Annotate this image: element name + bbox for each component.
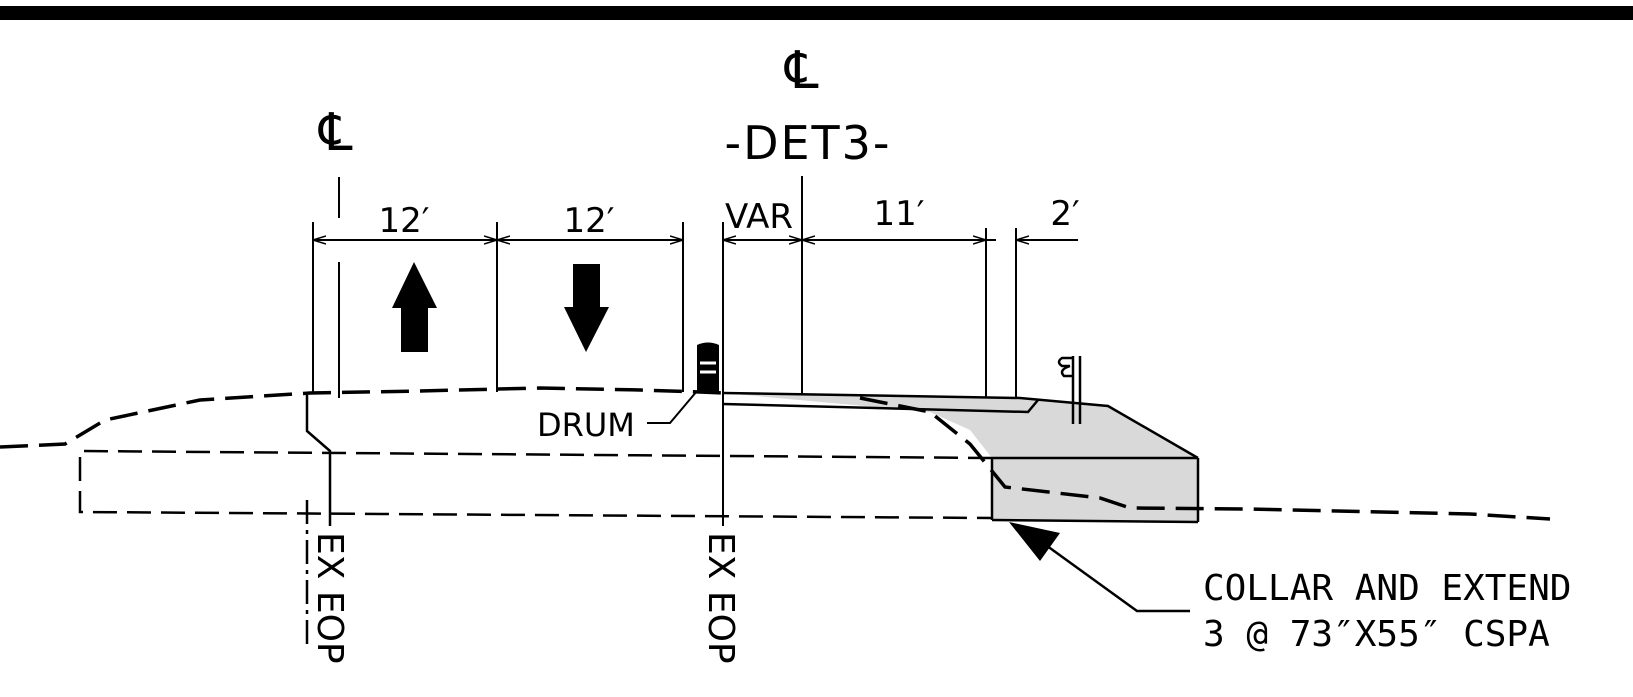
existing-culvert (78, 449, 993, 520)
dim-shoulder: 11′ (874, 194, 925, 234)
dim-right-lane: 12′ (564, 201, 615, 241)
ex-eop-left-line (305, 395, 332, 645)
arrow-up-icon (392, 262, 437, 352)
existing-ground-line (0, 386, 1551, 521)
drum-label: DRUM (537, 406, 635, 444)
arrow-down-icon (564, 264, 609, 352)
centerline-symbol-left: ℄ (317, 103, 353, 163)
proposed-fill-area (723, 393, 1198, 522)
drum-icon (697, 342, 719, 393)
drum-leader (647, 390, 698, 424)
guardrail-post-icon (1057, 356, 1082, 424)
note-line-1: COLLAR AND EXTEND (1203, 568, 1571, 609)
dim-offset: 2′ (1050, 194, 1079, 234)
ex-eop-label-left: EX EOP (309, 532, 350, 664)
note-leader-arrow (1009, 522, 1190, 613)
note-line-2: 3 @ 73″X55″ CSPA (1203, 614, 1550, 655)
ex-eop-label-center: EX EOP (700, 532, 741, 664)
proposed-fill-outline (722, 391, 1200, 524)
dimension-lines (312, 176, 1078, 526)
detail-title: -DET3- (724, 116, 891, 170)
top-border (0, 6, 1633, 20)
centerline-symbol-center: ℄ (783, 41, 819, 101)
dim-var: VAR (725, 197, 793, 237)
dim-left-lane: 12′ (379, 201, 430, 241)
